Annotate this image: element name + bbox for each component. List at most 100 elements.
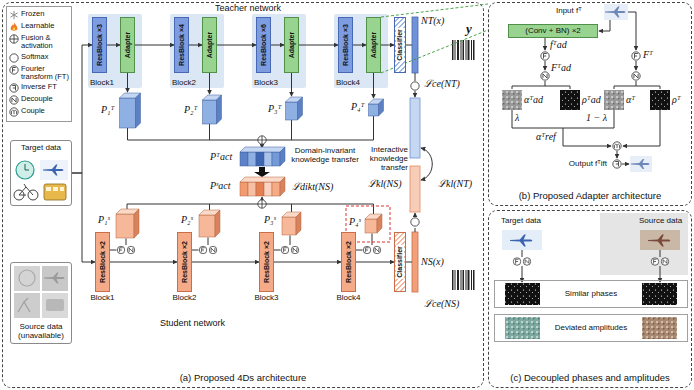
ground-truth-label: y bbox=[466, 22, 472, 37]
target-image bbox=[44, 184, 66, 200]
softmax-wire bbox=[421, 148, 432, 180]
student-feature-map bbox=[282, 217, 296, 235]
math-label: αᵀad bbox=[524, 94, 543, 106]
legend-symbol bbox=[9, 107, 19, 117]
adapter-wire bbox=[545, 61, 546, 70]
data-box: Source data (unavailable) bbox=[10, 262, 72, 344]
output-bars bbox=[410, 98, 420, 158]
legend-text: Couple bbox=[21, 107, 45, 115]
adapter-box: Adapter bbox=[202, 17, 217, 73]
io-label: Output fᵀift bbox=[540, 159, 607, 168]
node-text: ResBlock ×4 bbox=[177, 24, 185, 66]
node-text: Similar phases bbox=[563, 289, 619, 298]
block-group: Block1ResBlock ×3Adapter bbox=[88, 14, 142, 88]
node-text: Deviated amplitudes bbox=[553, 323, 629, 332]
adapter-box: Adapter bbox=[120, 17, 135, 73]
block-group: Block2ResBlock ×4Adapter bbox=[170, 14, 224, 88]
adapter-box: Adapter bbox=[366, 17, 381, 73]
fourier-decouple-symbol bbox=[291, 246, 299, 254]
conv-box: (Conv + BN) ×2 bbox=[508, 24, 598, 38]
node-text: Block1 bbox=[90, 78, 114, 87]
fusion-symbol bbox=[258, 200, 266, 208]
source-image bbox=[44, 273, 65, 284]
teacher-feature-map bbox=[203, 100, 217, 124]
student-feature-map bbox=[377, 214, 382, 233]
legend-row: Couple bbox=[9, 107, 69, 117]
softmax-symbol bbox=[411, 218, 419, 226]
math-label: λ bbox=[515, 112, 519, 124]
feature-label: Pˢact bbox=[210, 180, 230, 192]
activation-map-student bbox=[248, 182, 256, 196]
source-image bbox=[42, 293, 68, 318]
output-bars bbox=[410, 166, 420, 212]
phase-amplitude-wire bbox=[522, 250, 660, 282]
softmax-wire bbox=[415, 73, 416, 81]
phase-amplitude-image bbox=[505, 283, 540, 305]
resblock-box: ResBlock ×2Block4 bbox=[341, 232, 356, 292]
feature-arrow bbox=[373, 73, 374, 98]
phase-amplitude-image bbox=[648, 235, 670, 247]
node-text: ResBlock ×6 bbox=[259, 24, 267, 66]
column-header: Target data bbox=[501, 216, 541, 225]
student-feature-map bbox=[215, 210, 220, 237]
fourier-decouple-wire bbox=[110, 234, 372, 251]
activation-map-student bbox=[240, 182, 248, 196]
phase-amplitude-image bbox=[502, 230, 542, 250]
target-image bbox=[19, 184, 33, 195]
legend-row: Inverse FT bbox=[9, 83, 69, 93]
fourier-decouple-symbol bbox=[117, 246, 125, 254]
connector bbox=[192, 262, 259, 263]
feature-label: P₃ᵀ bbox=[268, 103, 281, 115]
label-barcode bbox=[452, 40, 475, 290]
legend-row: Learnable bbox=[9, 22, 69, 32]
feature-label: P₄ˢ bbox=[349, 216, 361, 228]
activation-map-student bbox=[264, 182, 272, 196]
node-text: (b) Proposed Adapter architecture bbox=[489, 191, 691, 202]
math-label: Fᵀ bbox=[643, 49, 653, 61]
adapter-wire bbox=[617, 151, 618, 158]
activation-map-teacher bbox=[240, 147, 285, 166]
zoom-line bbox=[381, 4, 488, 73]
legend-text: Learnable bbox=[21, 22, 54, 30]
source-image bbox=[14, 266, 40, 291]
phase-amplitude-image bbox=[502, 213, 688, 339]
transfer-label: Domain-invariant knowledge transfer bbox=[288, 146, 362, 164]
legend-box: FrozenLearnableFusion & activationSoftma… bbox=[6, 6, 72, 122]
resblock-box: ResBlock ×6 bbox=[256, 17, 271, 73]
node-text: Source data (unavailable) bbox=[11, 323, 71, 341]
softmax-wire bbox=[406, 45, 432, 262]
loss-label: ℒkl(NT) bbox=[438, 178, 472, 190]
adapter-wire bbox=[622, 164, 629, 165]
feature-label: P₄ᵀ bbox=[351, 101, 364, 113]
activation-map-student bbox=[240, 177, 285, 196]
fourier-decouple-symbol bbox=[651, 258, 659, 266]
feature-label: P₃ˢ bbox=[264, 214, 276, 226]
transfer-arrow bbox=[254, 172, 270, 177]
node-text: Adapter bbox=[369, 32, 377, 58]
legend-symbol bbox=[9, 34, 19, 44]
connector bbox=[189, 45, 202, 46]
output-bars bbox=[412, 232, 418, 292]
legend-text: Fusion & activation bbox=[21, 34, 69, 51]
node-text: Block3 bbox=[254, 78, 278, 87]
block-label: Block3 bbox=[254, 293, 278, 302]
transfer-arrow bbox=[254, 167, 270, 177]
loss-label: ℒdikt(NS) bbox=[292, 181, 333, 193]
connector bbox=[107, 45, 120, 46]
connector bbox=[353, 45, 366, 46]
legend-symbol bbox=[11, 22, 18, 30]
adapter-symbol bbox=[541, 72, 549, 80]
target-image bbox=[43, 165, 64, 176]
math-label: fᵀad bbox=[550, 39, 567, 51]
block-group: Block3ResBlock ×6Adapter bbox=[252, 14, 306, 88]
connector bbox=[110, 262, 177, 263]
node-text: ResBlock ×2 bbox=[344, 241, 352, 283]
student-feature-map bbox=[296, 212, 301, 235]
student-feature-map bbox=[199, 215, 215, 237]
node-text: ResBlock ×3 bbox=[341, 24, 349, 66]
adapter-wire bbox=[599, 20, 610, 31]
fourier-decouple-symbol bbox=[523, 258, 531, 266]
student-feature-map bbox=[134, 209, 139, 238]
source-image bbox=[14, 293, 40, 318]
